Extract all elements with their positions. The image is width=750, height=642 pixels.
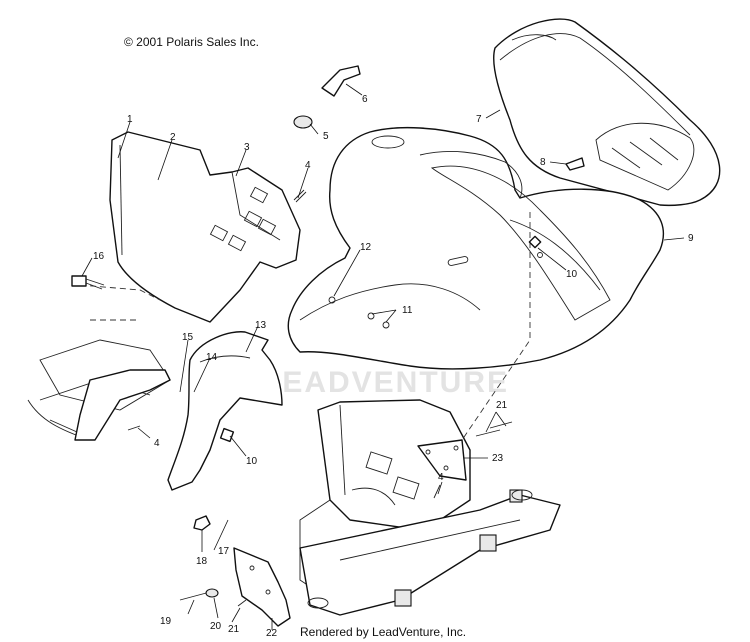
watermark-text: LEADVENTURE <box>262 366 509 399</box>
part-splash-guard <box>233 547 291 627</box>
part-mud-flap <box>167 331 283 491</box>
callout-22: 22 <box>266 628 278 639</box>
rendered-by-text: Rendered by LeadVenture, Inc. <box>300 625 466 639</box>
callout-13: 13 <box>255 320 267 331</box>
callout-6: 6 <box>362 94 368 105</box>
callout-19: 19 <box>160 616 172 627</box>
callout-12: 12 <box>360 242 372 253</box>
callout-4-left: 4 <box>154 438 160 449</box>
callout-3: 3 <box>244 142 250 153</box>
part-front-fender-body <box>287 126 664 370</box>
callout-4-frame: 4 <box>438 472 444 483</box>
callout-20: 20 <box>210 621 222 632</box>
leader-lines <box>81 83 685 630</box>
callout-23: 23 <box>492 453 504 464</box>
callout-5: 5 <box>323 131 329 142</box>
callout-21-lower: 21 <box>228 624 240 635</box>
callout-14: 14 <box>206 352 218 363</box>
callout-15: 15 <box>182 332 194 343</box>
callout-18: 18 <box>196 556 208 567</box>
callout-8: 8 <box>540 157 546 168</box>
callout-7: 7 <box>476 114 482 125</box>
part-rear-frame <box>299 212 561 616</box>
callout-10-lower: 10 <box>246 456 258 467</box>
callout-17: 17 <box>218 546 230 557</box>
part-seat <box>493 18 721 207</box>
callout-2: 2 <box>170 132 176 143</box>
callout-11: 11 <box>402 305 413 316</box>
part-footwell <box>27 284 171 441</box>
callout-1: 1 <box>127 114 133 125</box>
callout-9: 9 <box>688 233 694 244</box>
copyright-text: © 2001 Polaris Sales Inc. <box>124 35 259 49</box>
part-hardware <box>71 65 585 607</box>
part-side-panel <box>109 131 301 323</box>
callout-21-upper: 21 <box>496 400 508 411</box>
callout-4-upper: 4 <box>305 160 311 171</box>
callout-10-upper: 10 <box>566 269 578 280</box>
callout-labels: 1 2 3 4 5 6 7 8 9 10 11 12 13 14 15 16 4… <box>93 94 694 639</box>
callout-16: 16 <box>93 251 105 262</box>
